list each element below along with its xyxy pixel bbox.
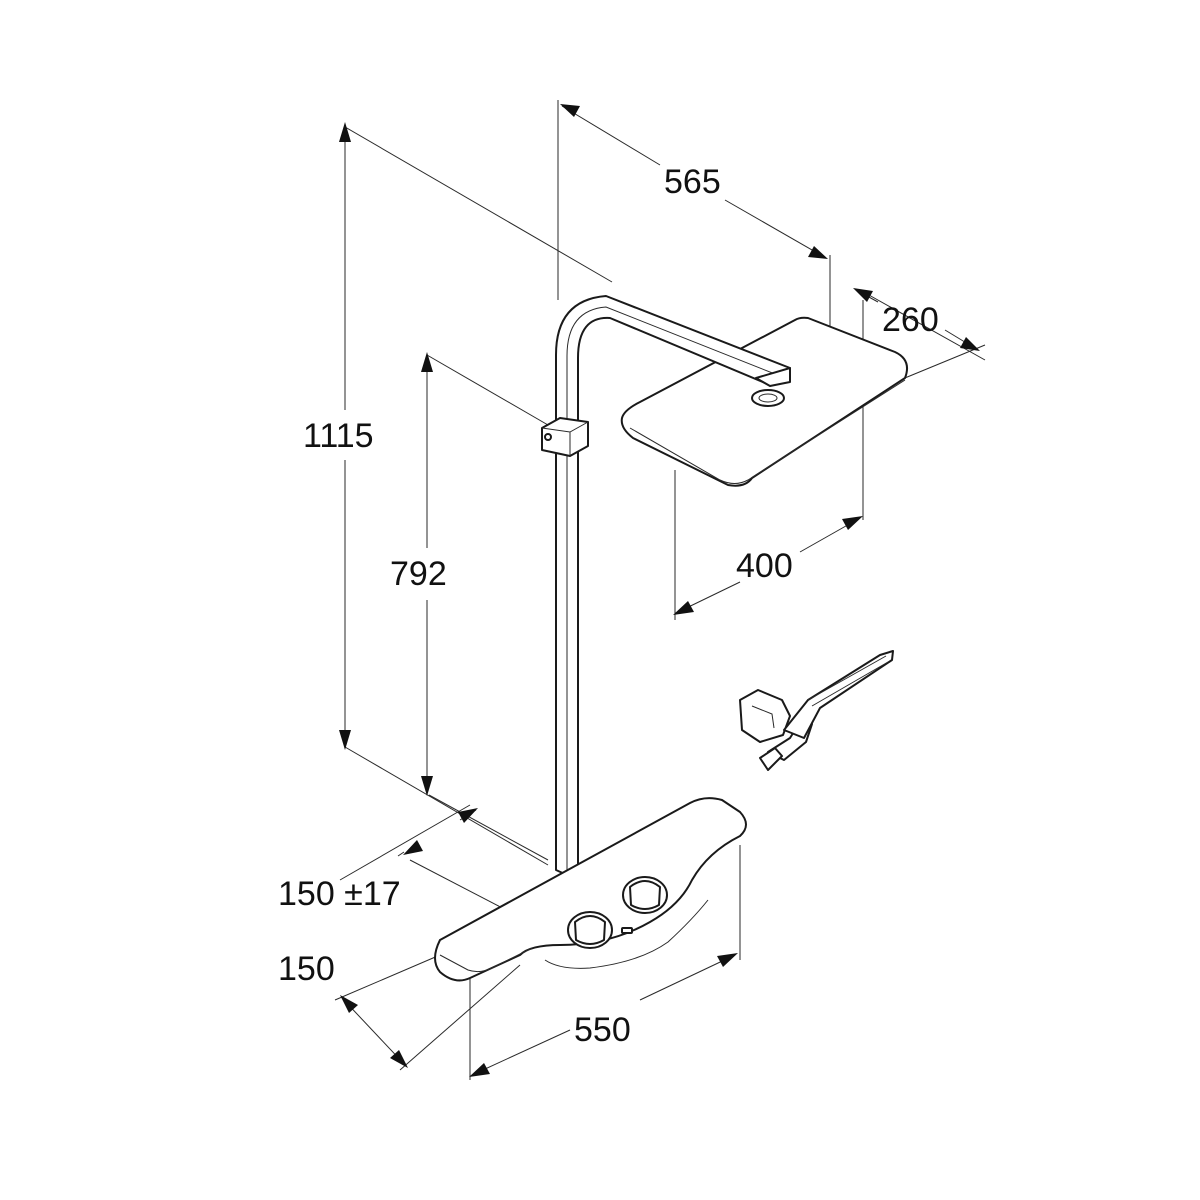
dim-1115-arrow-bottom [339,730,351,750]
dim-150-17-arrow-start [458,808,478,823]
dim-label-550: 550 [574,1011,631,1049]
dim-label-150: 150 [278,950,335,988]
dim-565-arrow-start [560,104,580,117]
dim-400-arrow-end [842,516,863,530]
dim-565-arrow-end [808,246,828,259]
dim-label-1115: 1115 [303,417,374,455]
dim-260-arrow-start [853,288,873,302]
rain-shower-head [620,316,908,487]
dimension-lines [339,104,980,1077]
dim-label-150-17: 150 ±17 [278,875,401,913]
dim-150-arrow-start [340,995,358,1013]
flow-control-knob [622,876,668,914]
dim-150-arrow-end [390,1050,408,1068]
dim-792-arrow-bottom [421,776,433,796]
brand-badge [621,927,633,934]
dim-1115-arrow-top [339,122,351,142]
hand-shower [739,650,894,771]
dim-label-260: 260 [882,301,939,339]
shower-head-connector [751,389,785,407]
dim-400-arrow-start [673,601,694,615]
dim-label-792: 792 [390,555,447,593]
dim-150-17-arrow-end [403,840,423,855]
dim-label-400: 400 [736,547,793,585]
shower-riser-pipe [555,295,791,881]
temperature-knob [567,911,613,949]
dim-550-arrow-start [469,1063,490,1077]
wall-bracket [541,417,589,457]
dim-550-arrow-end [717,953,738,967]
thermostat-shelf [434,797,747,982]
dim-260-arrow-end [960,337,980,351]
dim-label-565: 565 [664,163,721,201]
dim-792-arrow-top [421,352,433,372]
